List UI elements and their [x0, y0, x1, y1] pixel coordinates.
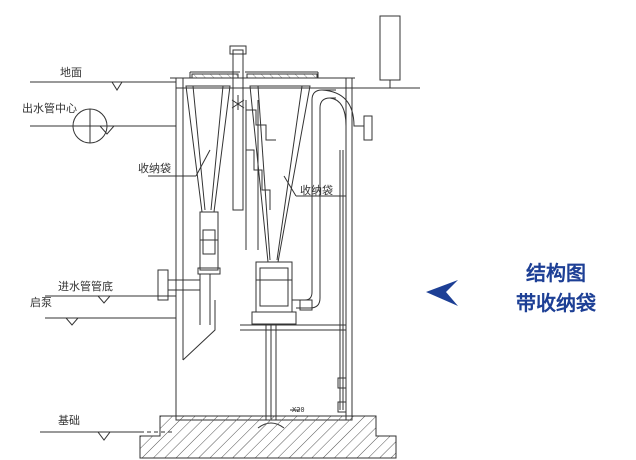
- callout-title: 结构图 带收纳袋: [496, 258, 616, 318]
- label-outlet-center: 出水管中心: [22, 101, 77, 115]
- left-collection-bag: [157, 85, 231, 325]
- callout-arrow-icon: [426, 280, 458, 306]
- label-foundation: 基础: [58, 414, 80, 427]
- label-ground: 地面: [60, 66, 82, 79]
- foundation: [139, 415, 397, 459]
- guide-pipe: [229, 45, 247, 211]
- level-lines: [30, 81, 176, 441]
- tank-body: [170, 71, 355, 421]
- right-collection-bag: [245, 85, 311, 263]
- label-collection-bag-right: 收纳袋: [300, 183, 333, 197]
- label-dim-small: X20: [292, 406, 305, 414]
- leader-lines: [148, 149, 346, 411]
- label-inlet-bottom: 进水管管底: [58, 279, 113, 293]
- label-collection-bag-left: 收纳袋: [138, 161, 171, 175]
- label-pump-start: 启泵: [30, 296, 52, 309]
- control-box: [176, 15, 420, 89]
- callout-line2: 带收纳袋: [516, 291, 596, 315]
- callout-line1: 结构图: [526, 261, 586, 285]
